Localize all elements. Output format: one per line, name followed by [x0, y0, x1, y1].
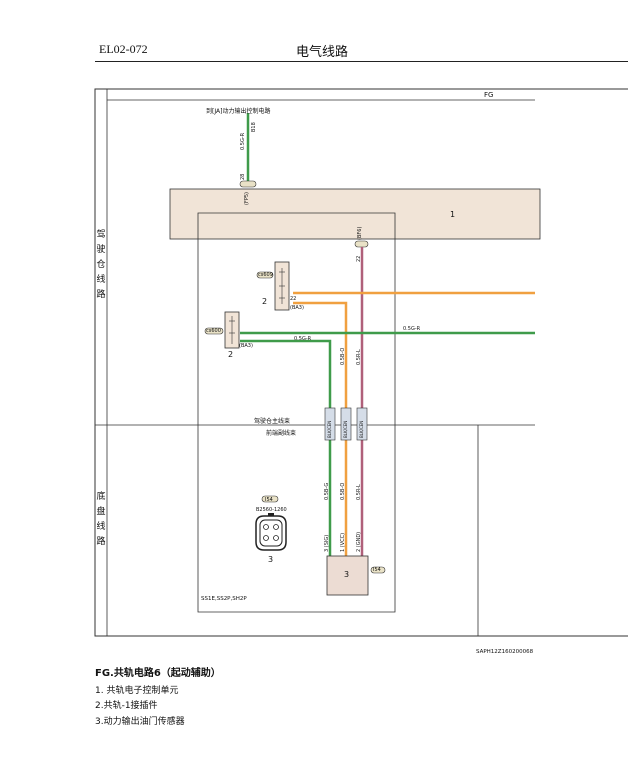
sensor-box — [326, 555, 369, 596]
cabin-harness-label: 驾驶仓主线束 — [254, 418, 291, 425]
sensor-box-number: 3 — [344, 570, 350, 579]
connector-2a-pin-c: (BA3) — [290, 305, 304, 311]
connector-2b-tag-box — [204, 327, 224, 335]
splice-green-label: BLK/CEN — [327, 420, 332, 438]
wire-orange-code: 0.5B-O — [340, 347, 346, 365]
sensor-number: 3 — [268, 555, 274, 564]
caption-title: FG.共轨电路6（起动辅助） — [95, 668, 221, 679]
diagram-frame — [94, 88, 628, 637]
splice-orange-label: BLK/CEN — [343, 420, 348, 438]
splice-green — [324, 407, 336, 441]
ecu-top-conn: (FP5) — [244, 192, 250, 205]
figure-code: SAPH12Z160200068 — [476, 649, 534, 655]
header-rule — [95, 61, 628, 62]
wire-green-branch — [240, 339, 332, 412]
wire-chassis-green: 0.5B-G — [324, 482, 330, 500]
wire-magenta-code: 0.5R-L — [356, 349, 362, 365]
ecu-top-pin: 28 — [240, 173, 246, 180]
wire-top-green-pin: B18 — [251, 122, 257, 132]
splice-magenta-label: BLK/CEN — [359, 420, 364, 438]
sensor-pin-green: 3 (SIG) — [324, 534, 330, 552]
wire-chassis-orange: 0.5B-O — [340, 482, 346, 500]
page-title: 电气线路 — [296, 45, 349, 60]
ecu-block — [169, 188, 541, 240]
caption-item-2: 2.共轨-1接插件 — [95, 701, 158, 711]
wire-top-green-code: 0.5G-R — [240, 132, 246, 150]
ecu-top-connector — [239, 180, 257, 188]
splice-magenta — [356, 407, 368, 441]
sensor-part-number: B2560-1260 — [256, 507, 287, 513]
section-code: FG — [484, 91, 494, 99]
ecu-right-connector — [354, 240, 369, 248]
ecu-right-conn: (BF6) — [357, 226, 363, 240]
connector-2a-number: 2 — [262, 297, 268, 306]
top-circuit-label: 到[JA]动力输出控制电路 — [206, 108, 271, 115]
caption-item-3: 3.动力输出油门传感器 — [95, 717, 185, 727]
connector-2a-pin-b: 22 — [290, 296, 297, 302]
sensor-box-tag-box — [370, 566, 386, 574]
connector-2b-pin-c: (BA3) — [239, 343, 253, 349]
wire-chassis-magenta: 0.5R-L — [356, 484, 362, 500]
cabin-label: 驾 驶 仓 线 路 — [96, 230, 106, 300]
connector-2b-tag: cs600 — [206, 328, 221, 334]
splice-orange — [340, 407, 352, 441]
sensor-pin-orange: 1 (VCC) — [340, 532, 346, 552]
wire-green-h-right: 0.5G-R — [403, 326, 421, 332]
wire-green-h-code: 0.5G-R — [294, 336, 312, 342]
connector-2b-number: 2 — [228, 350, 234, 359]
ecu-number: 1 — [450, 210, 456, 219]
harness-boundary — [197, 212, 396, 613]
model-codes: SS1E,SS2P,SH2P — [201, 596, 247, 602]
chassis-harness-label: 前端副线束 — [266, 430, 297, 437]
sensor-conn-tag: I54 — [265, 497, 273, 503]
chassis-label: 底 盘 线 路 — [96, 492, 106, 547]
connector-2a-tag-box — [256, 271, 274, 279]
sensor-pin-magenta: 2 (GND) — [356, 531, 362, 552]
ecu-right-pin: 22 — [356, 255, 362, 262]
sensor-connector-face — [255, 495, 287, 551]
caption-item-1: 1. 共轨电子控制单元 — [95, 686, 179, 696]
sensor-box-tag: I54 — [373, 567, 381, 573]
page-code: EL02-072 — [99, 42, 148, 56]
connector-2a-tag: cs609 — [258, 272, 273, 278]
wire-orange-branch — [293, 301, 348, 412]
